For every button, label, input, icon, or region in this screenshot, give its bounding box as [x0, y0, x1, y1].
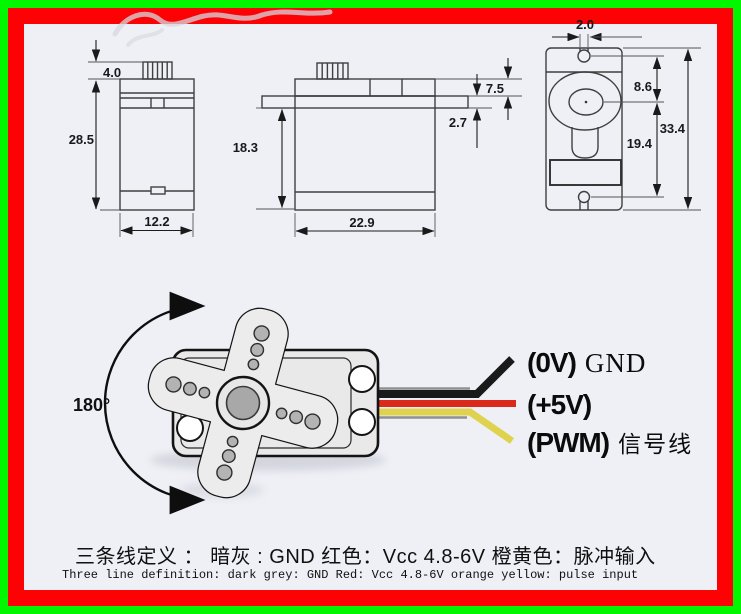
rotation-arrow — [103, 291, 206, 515]
front-cap — [294, 78, 436, 97]
top-gear-circle — [548, 71, 622, 131]
bottom-mount-hole — [577, 190, 591, 204]
dim-side-width: 12.2 — [144, 214, 169, 229]
top-outline — [545, 47, 623, 211]
wire-label-ground: (0V)GND — [527, 347, 646, 379]
front-body — [294, 95, 436, 211]
dim-top-length: 33.4 — [660, 121, 686, 136]
wire-ground — [374, 356, 515, 398]
dim-side-height: 28.5 — [69, 132, 94, 147]
wire-signal — [374, 408, 514, 444]
body-hole-bottom-right — [348, 408, 376, 436]
dim-side-shaft: 4.0 — [103, 65, 121, 80]
legend-line-chinese: 三条线定义 ： 暗灰 : GND 红色：Vcc 4.8-6V 橙黄色：脉冲输入 — [75, 546, 656, 568]
top-label-band — [549, 159, 622, 186]
top-stem — [571, 127, 599, 159]
dim-front-flange: 2.7 — [449, 115, 467, 130]
legend-line-english: Three line definition: dark grey: GND Re… — [62, 568, 639, 582]
wire-label-ground-voltage: (0V) — [527, 347, 577, 378]
front-mount-flange — [261, 95, 469, 109]
top-shaft-circle — [568, 88, 604, 116]
wire-label-signal: (PWM) 信号线 — [527, 425, 693, 459]
servo-wires — [374, 356, 516, 444]
side-bottom-slot — [150, 186, 166, 195]
horn-shaft — [225, 385, 261, 421]
content-background — [24, 24, 717, 590]
dim-top-slot: 2.0 — [576, 17, 594, 32]
wire-label-power-voltage: (+5V) — [527, 389, 592, 420]
dim-top-upper: 8.6 — [634, 79, 652, 94]
top-view-drawing: 2.0 8.6 19.4 33.4 — [545, 17, 701, 211]
wire-label-signal-voltage: (PWM) — [527, 427, 610, 458]
dim-front-width: 22.9 — [349, 215, 374, 230]
wire-label-signal-name: 信号线 — [618, 431, 694, 457]
body-hole-top-right — [348, 365, 376, 393]
rotation-range-label: 180° — [73, 395, 110, 415]
dim-front-cap: 7.5 — [486, 81, 504, 96]
servo-illustration: 180° — [73, 291, 516, 515]
watermark — [112, 9, 333, 47]
front-view-drawing: 18.3 22.9 7.5 2.7 — [233, 58, 522, 237]
wire-label-power: (+5V) — [527, 389, 600, 421]
side-view-drawing: 4.0 28.5 12.2 — [69, 40, 195, 237]
side-body — [119, 78, 195, 211]
dim-front-body-height: 18.3 — [233, 140, 258, 155]
wire-label-ground-name: GND — [584, 348, 647, 378]
top-mount-hole — [577, 49, 591, 63]
dim-top-lower: 19.4 — [627, 136, 653, 151]
